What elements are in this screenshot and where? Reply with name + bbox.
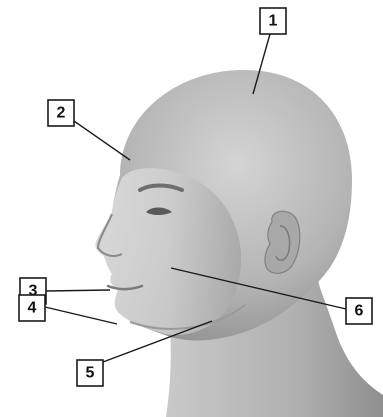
- label-2-text: 2: [57, 105, 66, 122]
- label-1-text: 1: [269, 13, 278, 30]
- label-1: 1: [260, 8, 286, 34]
- leader-line-2: [74, 121, 130, 160]
- label-5: 5: [77, 360, 103, 386]
- label-4-text: 4: [28, 300, 37, 317]
- leader-line-4: [45, 307, 117, 324]
- label-6: 6: [346, 298, 372, 324]
- label-6-text: 6: [355, 303, 364, 320]
- leader-line-3: [46, 290, 110, 291]
- label-5-text: 5: [86, 365, 95, 382]
- label-4: 4: [19, 295, 45, 321]
- label-2: 2: [48, 100, 74, 126]
